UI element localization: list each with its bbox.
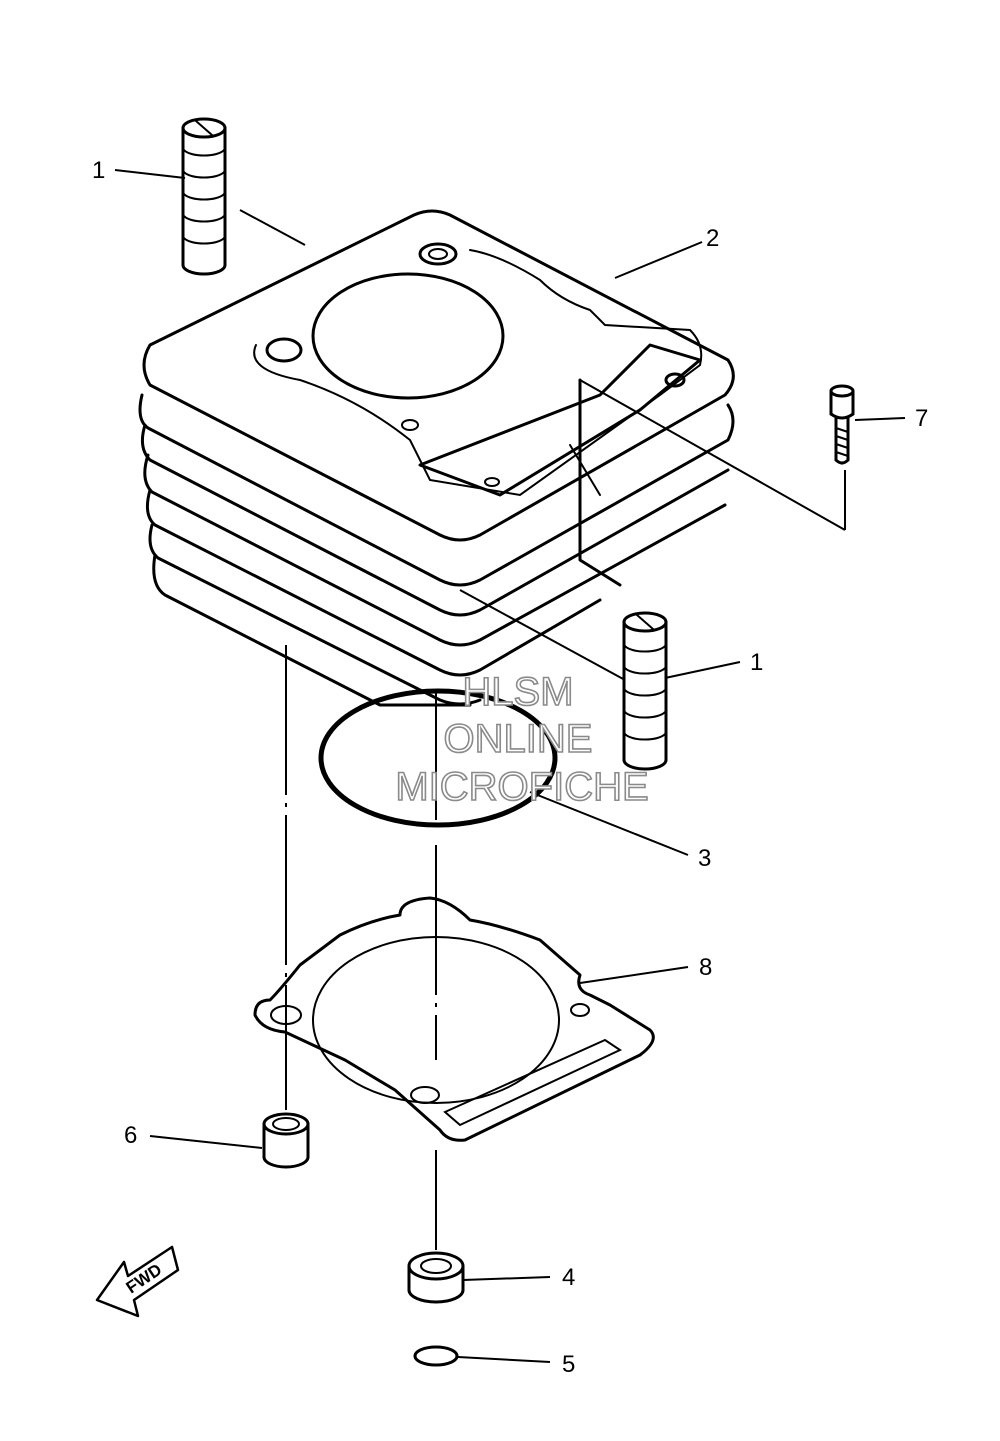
dowel-part-6 — [262, 1112, 310, 1169]
leader-5 — [457, 1356, 551, 1363]
leader-1b — [664, 661, 741, 679]
cylinder-block-part-2 — [138, 209, 735, 707]
leader-8 — [579, 966, 689, 984]
dowel-pin-part-1-upper — [181, 117, 227, 276]
watermark: HLSM ONLINE MICROFICHE — [395, 669, 650, 810]
callout-8: 8 — [699, 954, 712, 981]
leader-1a — [114, 169, 186, 179]
callout-6: 6 — [124, 1122, 137, 1149]
dowel-pin-part-1-lower — [622, 611, 668, 771]
forward-direction-arrow: FWD — [95, 1245, 180, 1318]
callout-2: 2 — [706, 225, 719, 252]
leader-4 — [462, 1276, 551, 1281]
callout-5: 5 — [562, 1351, 575, 1378]
leader-2 — [614, 241, 703, 279]
base-gasket-part-8 — [253, 896, 655, 1142]
bolt-part-7 — [829, 384, 855, 465]
bolt-path-diagonal — [579, 379, 846, 531]
leader-3 — [529, 791, 689, 856]
callout-4: 4 — [562, 1264, 575, 1291]
callout-3: 3 — [698, 845, 711, 872]
leader-7 — [854, 417, 906, 421]
watermark-line-1: HLSM — [462, 670, 573, 714]
o-ring-part-3 — [318, 688, 558, 828]
leader-1a-to-block — [239, 209, 306, 246]
leader-6 — [149, 1135, 263, 1149]
callout-1-lower: 1 — [750, 649, 763, 676]
small-o-ring-part-5 — [413, 1345, 459, 1367]
leader-block-to-dowel — [459, 589, 626, 681]
watermark-line-3: MICROFICHE — [395, 765, 648, 809]
watermark-line-2: ONLINE — [444, 717, 593, 761]
callout-1-upper: 1 — [92, 157, 105, 184]
dowel-part-4 — [407, 1251, 465, 1304]
callout-7: 7 — [915, 405, 928, 432]
